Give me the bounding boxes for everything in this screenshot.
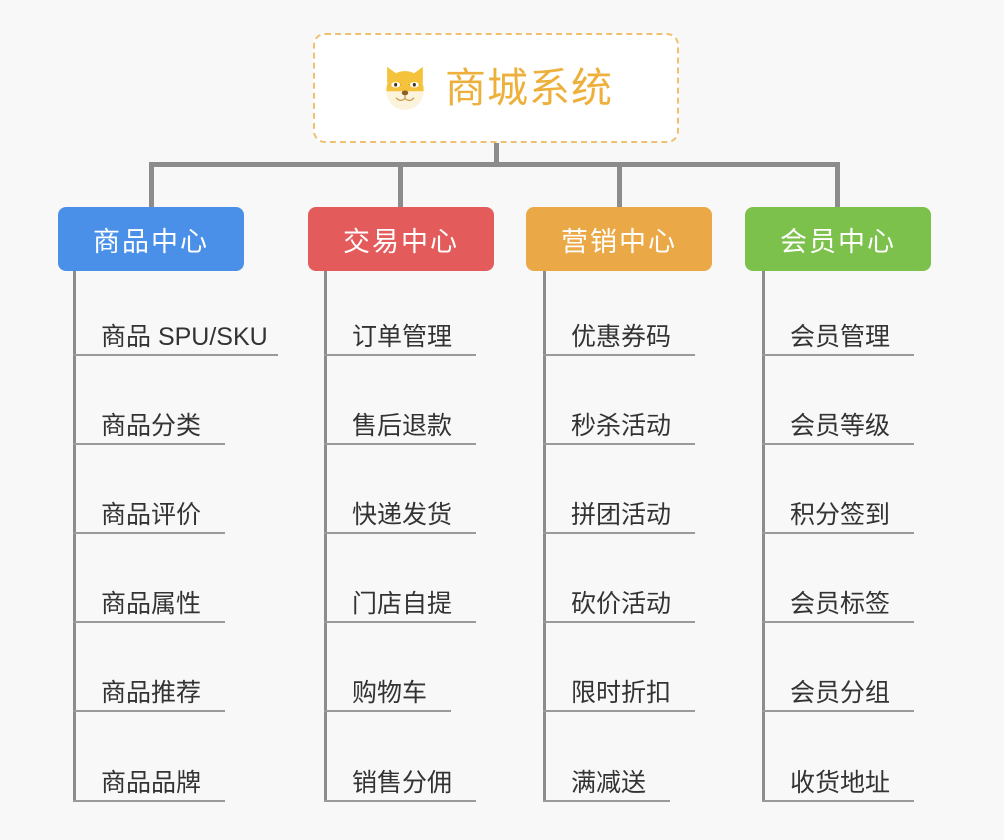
leaf-label: 秒杀活动	[571, 412, 672, 440]
leaf-label: 优惠券码	[571, 323, 672, 351]
leaf-label: 满减送	[571, 769, 647, 797]
leaf-rule	[762, 710, 914, 712]
leaf-label: 售后退款	[352, 412, 453, 440]
leaf-label: 会员等级	[790, 412, 891, 440]
leaf-item[interactable]: 会员等级	[762, 414, 914, 445]
column-header-label: 会员中心	[780, 226, 896, 257]
leaf-rule	[543, 621, 695, 623]
leaf-rule	[324, 443, 476, 445]
leaf-item[interactable]: 优惠券码	[543, 325, 695, 356]
leaf-label: 快递发货	[352, 501, 453, 529]
leaf-label: 商品评价	[101, 501, 202, 529]
leaf-rule	[324, 621, 476, 623]
column-spine-4	[762, 271, 765, 802]
leaf-label: 订单管理	[352, 323, 453, 351]
leaf-label: 商品 SPU/SKU	[101, 323, 268, 351]
leaf-label: 限时折扣	[571, 679, 672, 707]
leaf-label: 会员分组	[790, 679, 891, 707]
leaf-rule	[762, 532, 914, 534]
leaf-rule	[543, 710, 695, 712]
leaf-item[interactable]: 订单管理	[324, 325, 476, 356]
leaf-rule	[324, 532, 476, 534]
leaf-item[interactable]: 收货地址	[762, 771, 914, 802]
column-spine-3	[543, 271, 546, 802]
leaf-item[interactable]: 售后退款	[324, 414, 476, 445]
leaf-item[interactable]: 商品分类	[73, 414, 225, 445]
leaf-item[interactable]: 会员标签	[762, 592, 914, 623]
column-header-label: 商品中心	[93, 226, 209, 257]
shiba-dog-icon	[386, 66, 424, 110]
leaf-label: 门店自提	[352, 590, 453, 618]
leaf-item[interactable]: 限时折扣	[543, 681, 695, 712]
leaf-rule	[543, 354, 695, 356]
column-header-label: 交易中心	[343, 226, 459, 257]
leaf-rule	[762, 443, 914, 445]
leaf-rule	[324, 354, 476, 356]
connector-drop-4	[835, 162, 840, 208]
leaf-label: 积分签到	[790, 501, 891, 529]
leaf-rule	[324, 800, 476, 802]
leaf-rule	[73, 710, 225, 712]
leaf-rule	[543, 443, 695, 445]
leaf-label: 砍价活动	[571, 590, 672, 618]
connector-drop-2	[398, 162, 403, 208]
leaf-item[interactable]: 商品品牌	[73, 771, 225, 802]
connector-drop-1	[149, 162, 154, 208]
leaf-label: 会员标签	[790, 590, 891, 618]
leaf-item[interactable]: 会员管理	[762, 325, 914, 356]
connector-horizontal-bus	[149, 162, 840, 167]
root-node[interactable]: 商城系统	[313, 33, 679, 143]
column-header-会员中心[interactable]: 会员中心	[745, 207, 931, 271]
leaf-label: 收货地址	[790, 769, 891, 797]
leaf-item[interactable]: 满减送	[543, 771, 670, 802]
leaf-label: 商品品牌	[101, 769, 202, 797]
leaf-rule	[543, 532, 695, 534]
leaf-item[interactable]: 快递发货	[324, 503, 476, 534]
leaf-item[interactable]: 积分签到	[762, 503, 914, 534]
leaf-label: 商品属性	[101, 590, 202, 618]
leaf-item[interactable]: 砍价活动	[543, 592, 695, 623]
column-header-营销中心[interactable]: 营销中心	[526, 207, 712, 271]
leaf-item[interactable]: 商品评价	[73, 503, 225, 534]
column-spine-1	[73, 271, 76, 802]
column-spine-2	[324, 271, 327, 802]
leaf-item[interactable]: 购物车	[324, 681, 451, 712]
column-header-商品中心[interactable]: 商品中心	[58, 207, 244, 271]
leaf-label: 销售分佣	[352, 769, 453, 797]
leaf-item[interactable]: 会员分组	[762, 681, 914, 712]
connector-root-stem	[494, 143, 499, 164]
leaf-rule	[762, 800, 914, 802]
leaf-rule	[762, 354, 914, 356]
leaf-rule	[73, 800, 225, 802]
leaf-rule	[762, 621, 914, 623]
leaf-label: 商品推荐	[101, 679, 202, 707]
leaf-item[interactable]: 秒杀活动	[543, 414, 695, 445]
column-header-label: 营销中心	[561, 226, 677, 257]
leaf-label: 会员管理	[790, 323, 891, 351]
leaf-item[interactable]: 门店自提	[324, 592, 476, 623]
root-title: 商城系统	[445, 64, 613, 111]
leaf-item[interactable]: 商品 SPU/SKU	[73, 325, 278, 356]
leaf-rule	[73, 443, 225, 445]
leaf-item[interactable]: 商品属性	[73, 592, 225, 623]
leaf-item[interactable]: 拼团活动	[543, 503, 695, 534]
leaf-rule	[73, 354, 278, 356]
leaf-rule	[73, 532, 225, 534]
leaf-label: 购物车	[352, 679, 428, 707]
column-header-交易中心[interactable]: 交易中心	[308, 207, 494, 271]
connector-drop-3	[617, 162, 622, 208]
leaf-item[interactable]: 商品推荐	[73, 681, 225, 712]
leaf-item[interactable]: 销售分佣	[324, 771, 476, 802]
leaf-rule	[543, 800, 670, 802]
leaf-rule	[73, 621, 225, 623]
leaf-rule	[324, 710, 451, 712]
leaf-label: 拼团活动	[571, 501, 672, 529]
leaf-label: 商品分类	[101, 412, 202, 440]
